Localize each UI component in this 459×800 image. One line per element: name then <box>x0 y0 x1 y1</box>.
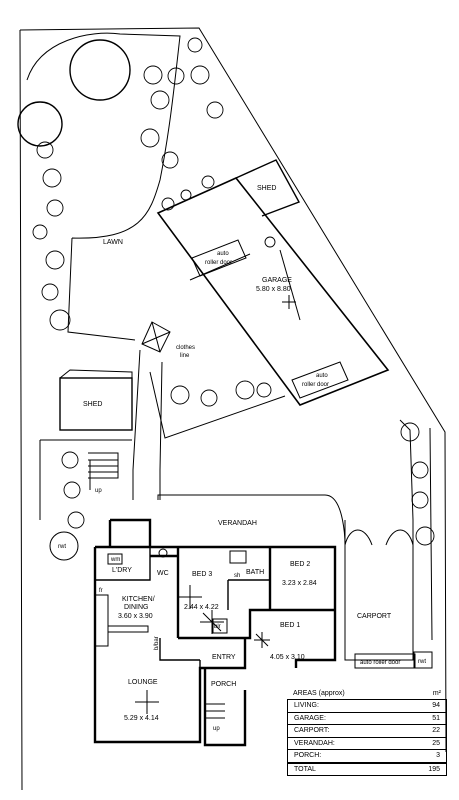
driveway-strip <box>399 419 433 641</box>
lawn-label: LAWN <box>103 239 123 246</box>
area-total-name: TOTAL <box>294 765 316 773</box>
bath-label: BATH <box>246 569 264 576</box>
areas-unit: m² <box>432 690 441 697</box>
bed3-label: BED 3 <box>192 571 212 578</box>
garage-outline <box>156 177 390 406</box>
bbar-label: b/bar <box>154 636 160 650</box>
shed-top-label: SHED <box>257 185 276 192</box>
shower-label: sh <box>234 573 240 579</box>
rwt-left <box>49 531 79 561</box>
roller-door-1-label-2: roller door <box>205 260 232 266</box>
property-boundary <box>19 27 447 791</box>
kitchen-counter <box>95 594 149 647</box>
areas-row: GARAGE: 51 <box>288 713 446 725</box>
bed3-dimensions: 2.44 x 4.22 <box>184 604 219 611</box>
area-name: PORCH: <box>294 752 322 759</box>
garage-dimensions: 5.80 x 8.80 <box>256 286 291 293</box>
shed-top-outline <box>235 159 301 217</box>
stairs-rear <box>88 452 119 479</box>
clothes-line <box>141 321 171 353</box>
up-rear-label: up <box>95 488 102 494</box>
shed-left-label: SHED <box>83 401 102 408</box>
bed1-dimensions: 4.05 x 3.10 <box>270 654 305 661</box>
area-value: 22 <box>432 727 440 734</box>
roller-door-1 <box>191 239 247 277</box>
roller-door-2 <box>291 361 349 399</box>
roller-door-1-label: auto <box>217 251 229 257</box>
rwt-right <box>413 651 433 669</box>
fridge-label: fr <box>99 588 103 594</box>
carport-roller-door <box>354 653 416 669</box>
wm-label: wm <box>110 557 120 563</box>
area-name: GARAGE: <box>294 714 326 722</box>
bed2-dimensions: 3.23 x 2.84 <box>282 580 317 587</box>
house-walls <box>93 545 337 747</box>
clothes-line-label: clothes <box>176 345 195 351</box>
kitchen-label: KITCHEN/ <box>122 596 155 603</box>
wc-label: WC <box>157 570 169 577</box>
up-front-label: up <box>213 726 220 732</box>
shed-left-outline <box>59 377 133 431</box>
area-name: CARPORT: <box>294 727 330 734</box>
kitchen-dimensions: 3.60 x 3.90 <box>118 613 153 620</box>
fence-left <box>39 439 132 520</box>
clothes-line-label-2: line <box>180 353 190 359</box>
areas-row: PORCH: 3 <box>288 750 446 763</box>
area-name: VERANDAH: <box>294 739 335 747</box>
trees <box>17 37 435 546</box>
areas-table: AREAS (approx) m² LIVING: 94 GARAGE: 51 CA… <box>287 690 447 776</box>
areas-row: VERANDAH: 25 <box>288 738 446 750</box>
porch-label: PORCH <box>211 681 236 688</box>
bed2-label: BED 2 <box>290 561 310 568</box>
roller-door-2-label: auto <box>316 373 328 379</box>
entry-label: ENTRY <box>212 654 236 661</box>
carport-label: CARPORT <box>357 613 392 620</box>
laundry-label: L'DRY <box>112 567 132 574</box>
carport-outline <box>344 520 414 661</box>
garage-label: GARAGE <box>262 277 292 284</box>
stairs-front <box>205 703 225 719</box>
areas-total-row: TOTAL 195 <box>288 762 446 776</box>
area-total-value: 195 <box>428 765 440 773</box>
area-name: LIVING: <box>294 702 319 709</box>
garage-inner-wall <box>189 253 251 281</box>
blr-label: blr <box>214 624 221 630</box>
verandah-label: VERANDAH <box>218 520 257 527</box>
carport-roller-door-label: auto roller door <box>360 660 400 666</box>
area-value: 25 <box>432 739 440 747</box>
area-value: 94 <box>432 702 440 709</box>
bed1-label: BED 1 <box>280 622 300 629</box>
area-value: 3 <box>436 752 440 759</box>
lounge-label: LOUNGE <box>128 679 158 686</box>
kitchen-label-2: DINING <box>124 604 149 611</box>
rwt-right-label: rwt <box>418 659 426 665</box>
areas-row: LIVING: 94 <box>288 700 446 713</box>
garden-path <box>132 349 163 500</box>
lawn-edge <box>26 32 286 439</box>
areas-row: CARPORT: 22 <box>288 725 446 738</box>
roller-door-2-label-2: roller door <box>302 382 329 388</box>
internal-walls <box>95 547 270 668</box>
areas-title: AREAS (approx) <box>293 690 345 697</box>
rwt-left-label: rwt <box>58 544 66 550</box>
lounge-dimensions: 5.29 x 4.14 <box>124 715 159 722</box>
area-value: 51 <box>432 714 440 722</box>
